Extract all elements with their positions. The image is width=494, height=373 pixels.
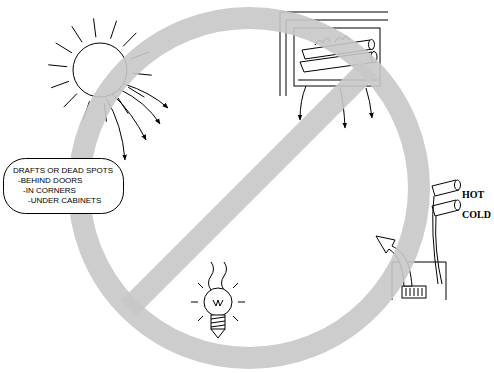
- pipe-label: HOT: [462, 189, 484, 201]
- note-heading: DRAFTS OR DEAD SPOTS: [13, 166, 114, 176]
- note-item: -UNDER CABINETS: [13, 196, 114, 206]
- note-bubble: DRAFTS OR DEAD SPOTS-BEHIND DOORS-IN COR…: [3, 158, 124, 214]
- note-item: -BEHIND DOORS: [13, 176, 114, 186]
- light-bulb-icon: [191, 262, 245, 338]
- note-item: -IN CORNERS: [13, 186, 114, 196]
- pipe-label: COLD: [462, 209, 491, 221]
- prohibition-sign: [79, 18, 419, 358]
